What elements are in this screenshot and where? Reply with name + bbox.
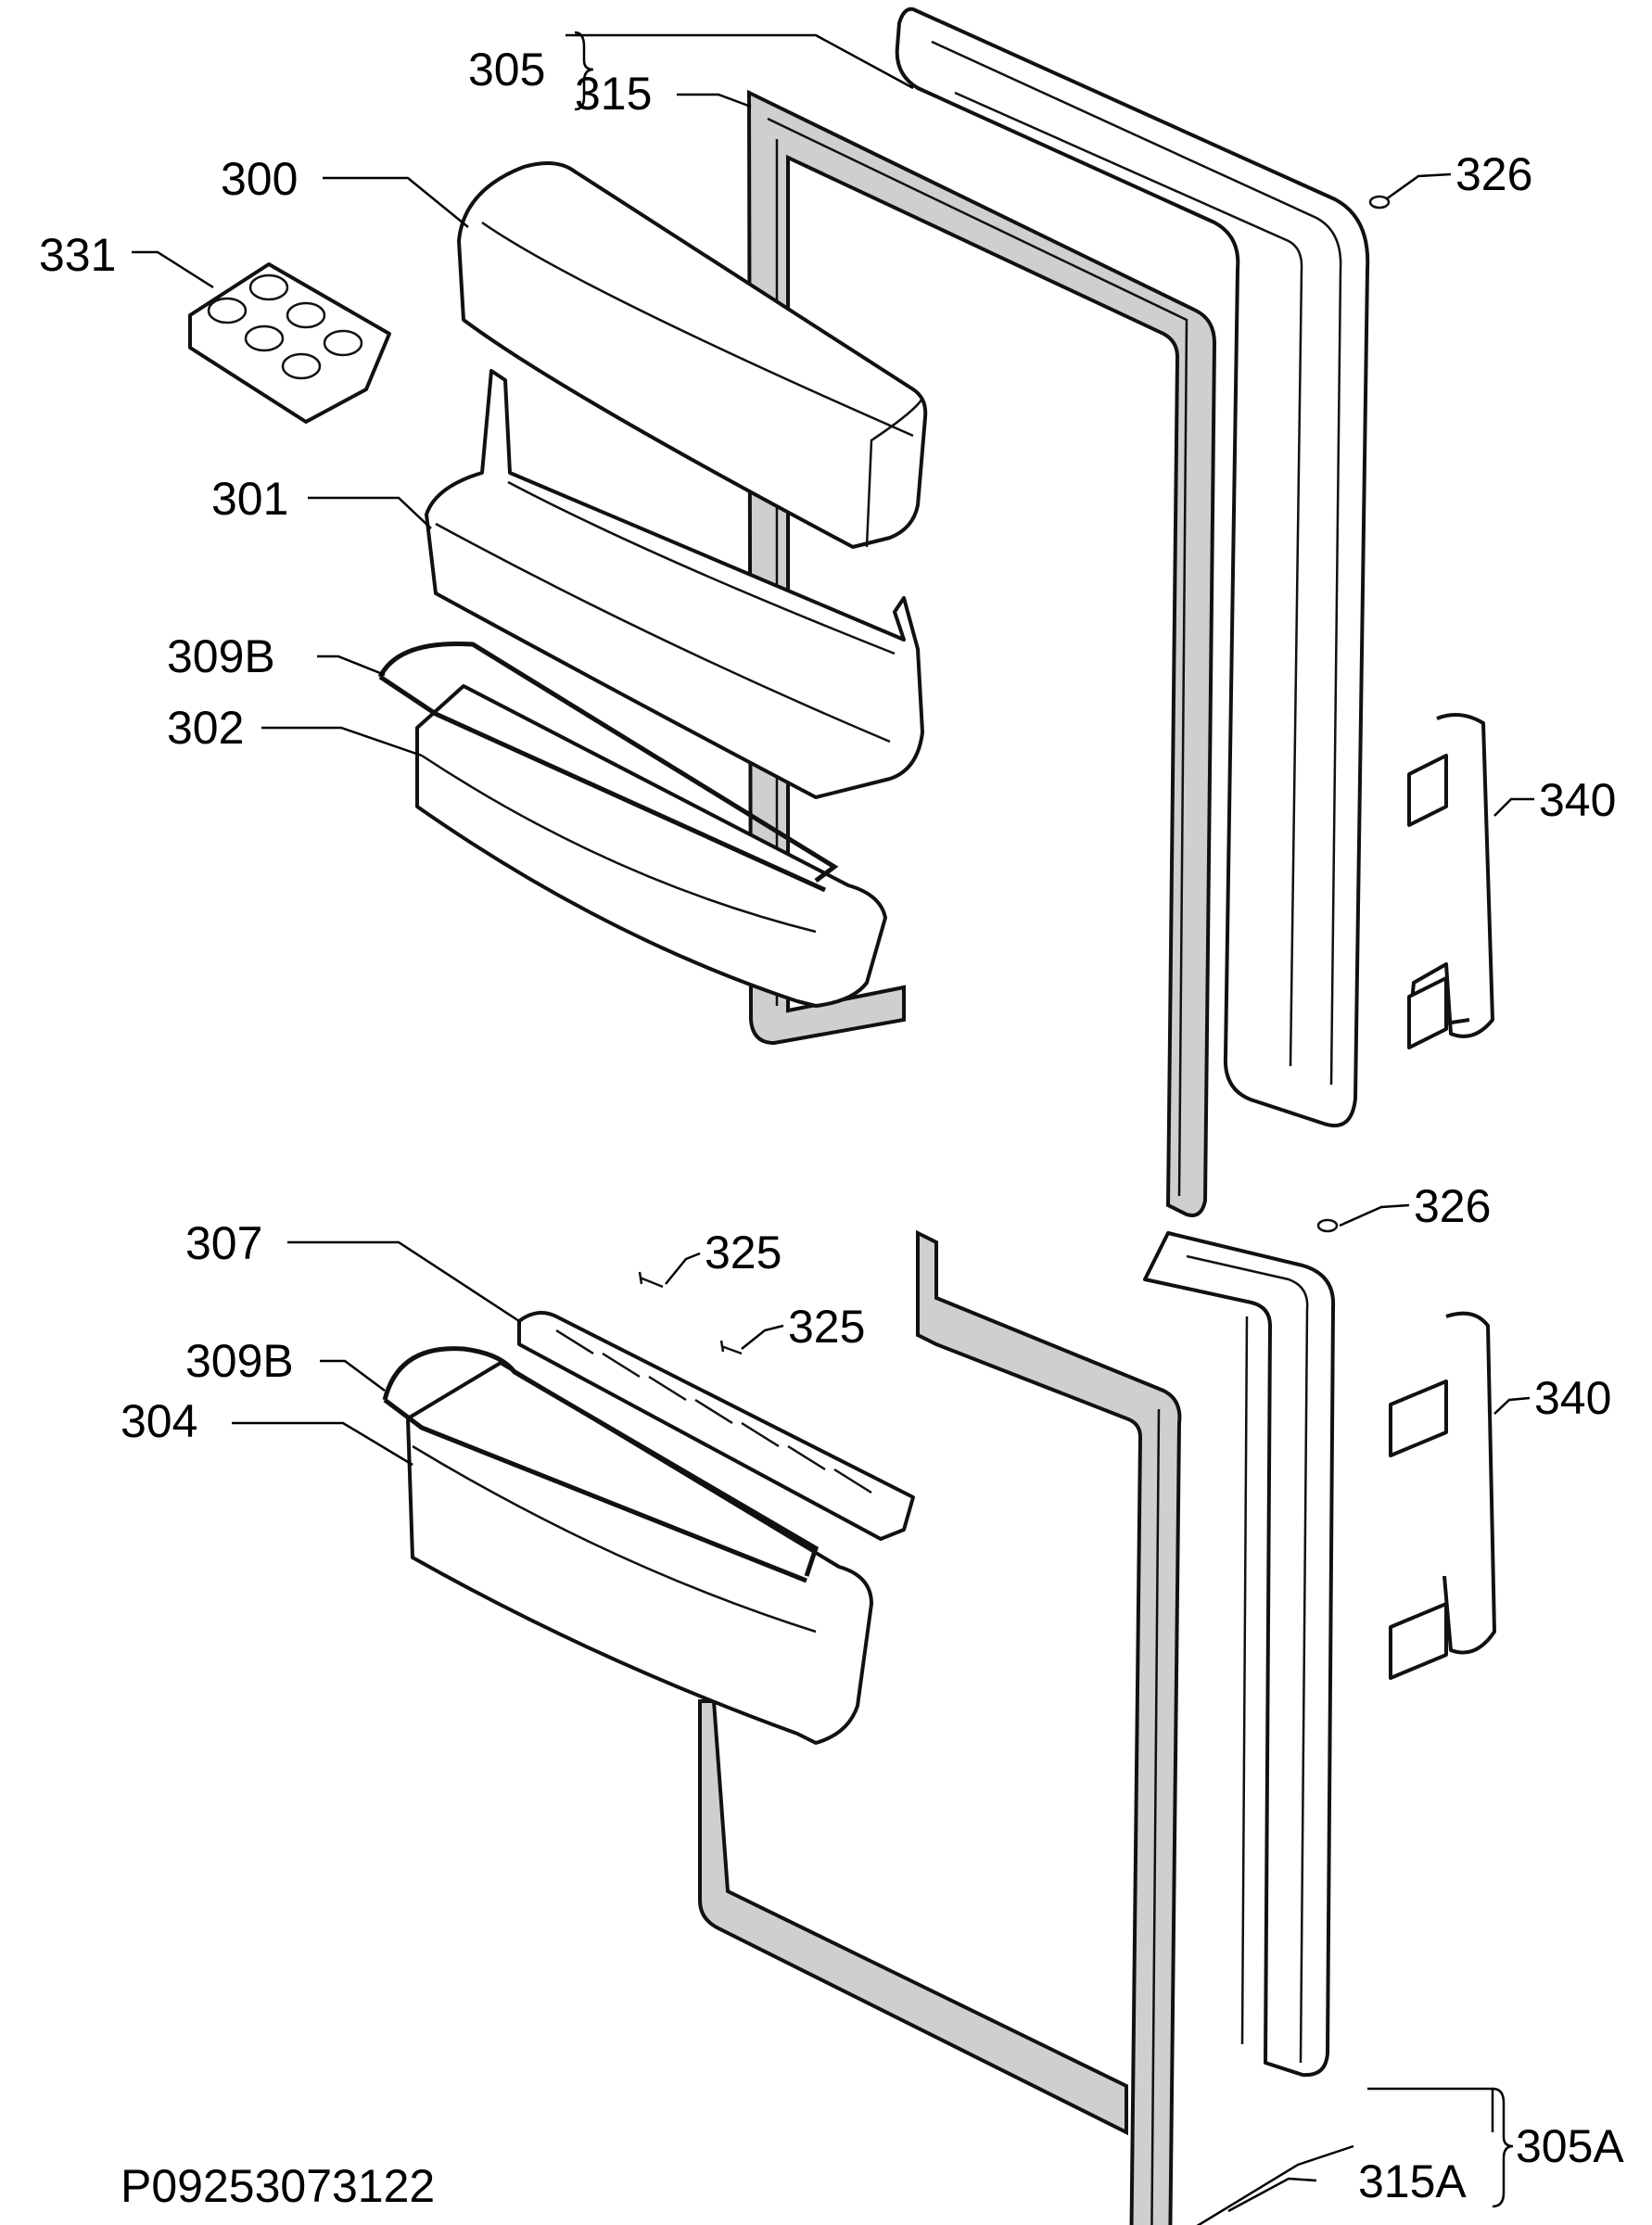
part-307-vent-grille [517,1311,915,1541]
label-331: 331 [39,229,116,281]
label-340-lower: 340 [1534,1372,1611,1424]
part-326-clip-b [1316,1218,1339,1233]
label-301: 301 [211,473,288,525]
part-325-screw-b [719,1340,743,1355]
part-340-lower-handle [1389,1311,1496,1680]
part-326-clip-a [1368,195,1391,210]
label-315a: 315A [1358,2155,1467,2207]
label-305: 305 [468,44,545,95]
label-326-lower: 326 [1414,1180,1491,1232]
part-340-upper-handle [1407,713,1494,1049]
part-301-door-shelf [425,369,924,799]
label-300: 300 [221,153,298,205]
diagram-code: P09253073122 [121,2160,435,2212]
part-309b-lower-rail [382,1346,820,1583]
label-326-upper: 326 [1455,148,1532,200]
upper-door-panel [895,6,1370,1128]
part-304-door-bin [406,1361,873,1745]
label-304: 304 [121,1395,197,1447]
label-340-upper: 340 [1539,774,1616,826]
label-309b-upper: 309B [167,630,275,682]
label-315: 315 [575,68,652,120]
part-325-screw-a [638,1271,664,1289]
lower-door-panel [1143,1231,1336,2078]
part-309b-upper-rail [377,641,839,893]
label-325-b: 325 [788,1301,865,1353]
part-331-egg-tray [188,262,391,424]
lower-door-gasket [698,1229,1182,2225]
label-307: 307 [185,1217,262,1269]
label-309b-lower: 309B [185,1335,294,1387]
label-305a: 305A [1516,2120,1624,2172]
part-300-cover-flap [457,161,928,549]
label-325-a: 325 [705,1227,782,1278]
part-302-door-shelf [415,684,887,1008]
label-302: 302 [167,702,244,754]
leader-lines [132,31,1534,2225]
